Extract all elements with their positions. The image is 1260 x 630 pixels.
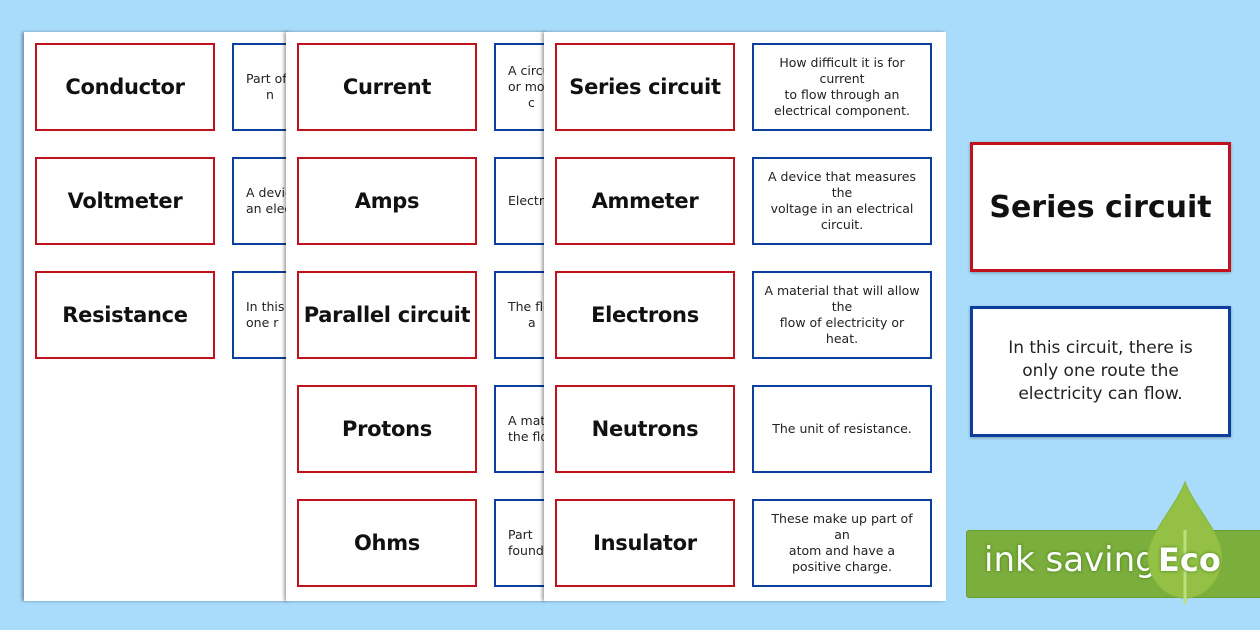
definition-line: c xyxy=(528,95,535,110)
definition-line: In this xyxy=(246,299,285,314)
leaf-drop-icon xyxy=(1147,480,1223,604)
term-card: Resistance xyxy=(35,271,215,359)
definition-line: The flo xyxy=(508,299,548,314)
definition-line: n xyxy=(266,87,274,102)
definition-card: A materthe flov xyxy=(494,385,548,473)
definition-card: A circuior morec xyxy=(494,43,548,131)
definition-line: Part of xyxy=(246,71,287,86)
definition-line: voltage in an electrical circuit. xyxy=(770,201,914,232)
worksheet-page-2: Current A circuior morecAmps ElectrParalle… xyxy=(286,32,548,601)
definition-card: The unit of resistance. xyxy=(752,385,932,473)
definition-line: found i xyxy=(508,543,548,558)
term-card: Ohms xyxy=(297,499,477,587)
definition-line: These make up part of an xyxy=(771,511,913,542)
term-card: Conductor xyxy=(35,43,215,131)
term-card: Voltmeter xyxy=(35,157,215,245)
definition-line: positive charge. xyxy=(792,559,892,574)
eco-label: Eco xyxy=(1158,541,1221,579)
definition-line: A device xyxy=(246,185,290,200)
term-card: Series circuit xyxy=(555,43,735,131)
definition-line: Electr xyxy=(508,193,544,208)
definition-line: or more xyxy=(508,79,548,94)
definition-line: A circui xyxy=(508,63,548,78)
definition-line: an elect xyxy=(246,201,290,216)
term-card: Insulator xyxy=(555,499,735,587)
definition-line: Part xyxy=(508,527,533,542)
term-card: Protons xyxy=(297,385,477,473)
term-card: Amps xyxy=(297,157,477,245)
definition-line: to flow through an xyxy=(784,87,900,102)
definition-card: A devicean elect xyxy=(232,157,290,245)
definition-card: Electr xyxy=(494,157,548,245)
term-card: Current xyxy=(297,43,477,131)
term-card: Ammeter xyxy=(555,157,735,245)
definition-line: flow of electricity or heat. xyxy=(779,315,905,346)
term-card: Electrons xyxy=(555,271,735,359)
definition-line: the flov xyxy=(508,429,548,444)
definition-line: one r xyxy=(246,315,279,330)
preview-definition-card: In this circuit, there is only one route… xyxy=(970,306,1231,437)
definition-line: A material that will allow the xyxy=(764,283,920,314)
definition-line: atom and have a xyxy=(788,543,896,558)
definition-line: The unit of resistance. xyxy=(772,421,912,436)
definition-line: electrical component. xyxy=(774,103,910,118)
definition-line: How difficult it is for current xyxy=(779,55,905,86)
ink-saving-label: ink saving xyxy=(984,540,1157,580)
preview-term-card: Series circuit xyxy=(970,142,1231,272)
term-card: Neutrons xyxy=(555,385,735,473)
term-card: Parallel circuit xyxy=(297,271,477,359)
definition-line: A device that measures the xyxy=(768,169,916,200)
definition-line: A mater xyxy=(508,413,548,428)
definition-line: a xyxy=(528,315,536,330)
